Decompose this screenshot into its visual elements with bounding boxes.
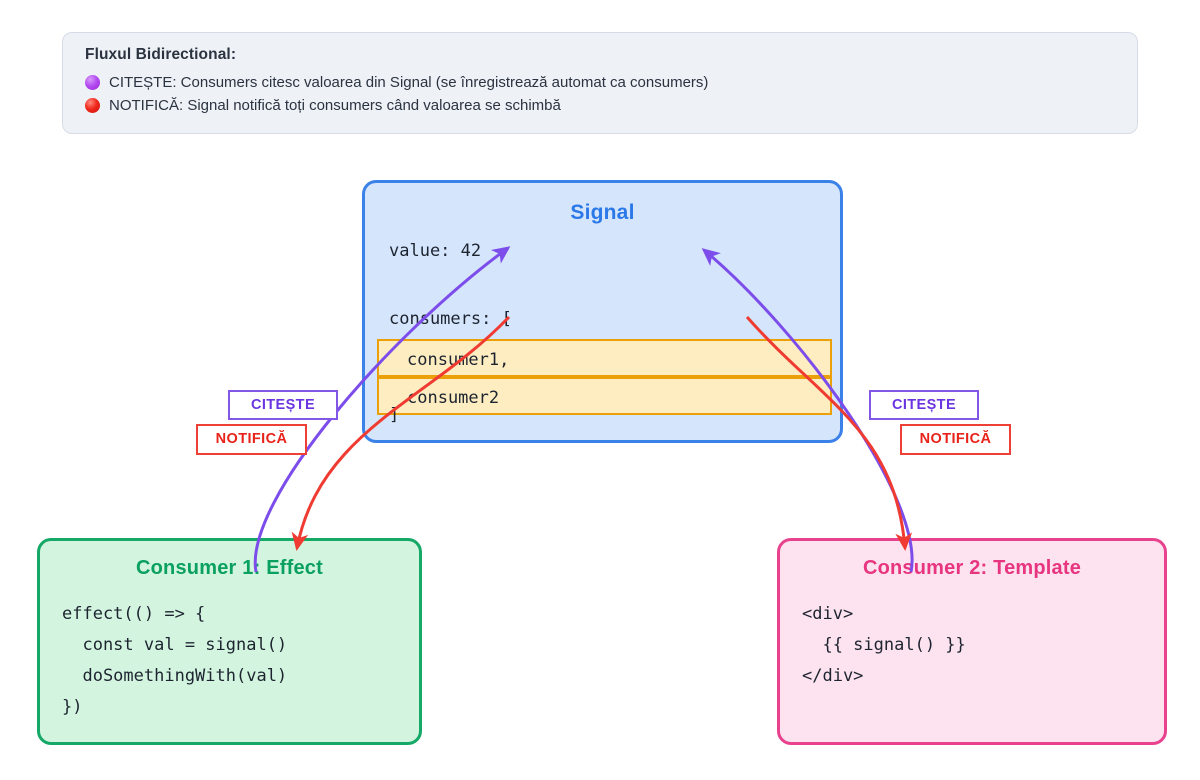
- legend-item-reads-label: CITEȘTE: Consumers citesc valoarea din S…: [109, 74, 709, 91]
- legend-panel: Fluxul Bidirectional: CITEȘTE: Consumers…: [62, 32, 1138, 134]
- consumer-2-node[interactable]: Consumer 2: Template <div> {{ signal() }…: [777, 538, 1167, 745]
- red-dot-icon: [85, 98, 100, 113]
- consumer-1-code: effect(() => { const val = signal() doSo…: [62, 604, 288, 717]
- signal-node[interactable]: Signal value: 42 consumers: [ consumer1,…: [362, 180, 843, 443]
- edge-label-notifies-left[interactable]: NOTIFICĂ: [196, 424, 307, 455]
- signal-consumers-open: consumers: [: [389, 309, 512, 329]
- consumer-entry-label-2: consumer2: [407, 388, 500, 408]
- legend-item-reads: CITEȘTE: Consumers citesc valoarea din S…: [85, 73, 1115, 92]
- consumer-2-title: Consumer 2: Template: [862, 557, 1082, 579]
- signal-value-line: value: 42: [389, 241, 482, 261]
- edge-label-reads-left[interactable]: CITEȘTE: [228, 390, 338, 420]
- consumer-1-title: Consumer 1: Effect: [136, 557, 323, 579]
- signal-consumers-close: ]: [389, 405, 400, 425]
- edge-label-notifies-right[interactable]: NOTIFICĂ: [900, 424, 1011, 455]
- signal-title: Signal: [570, 201, 635, 224]
- consumer-1-node[interactable]: Consumer 1: Effect effect(() => { const …: [37, 538, 422, 745]
- legend-item-notifies-label: NOTIFICĂ: Signal notifică toți consumers…: [109, 97, 561, 114]
- consumer-entry-highlight-1: consumer1,: [377, 339, 832, 377]
- legend-title: Fluxul Bidirectional:: [85, 46, 237, 63]
- legend-item-notifies: NOTIFICĂ: Signal notifică toți consumers…: [85, 96, 1115, 115]
- consumer-entry-highlight-2: consumer2: [377, 377, 832, 415]
- consumer-2-code: <div> {{ signal() }} </div>: [802, 604, 966, 686]
- edge-label-reads-right[interactable]: CITEȘTE: [869, 390, 979, 420]
- consumer-entry-label-1: consumer1,: [407, 350, 510, 370]
- purple-dot-icon: [85, 75, 100, 90]
